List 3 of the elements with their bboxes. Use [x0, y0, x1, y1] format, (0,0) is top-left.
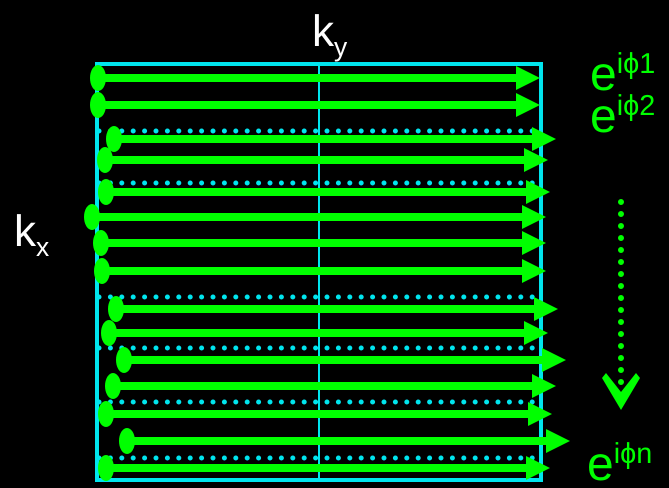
axis-label: k$_{x}$: [14, 210, 50, 260]
axis-label: k$_{y}$: [312, 10, 348, 60]
phase-label: e$^{iϕn}$: [587, 440, 652, 488]
